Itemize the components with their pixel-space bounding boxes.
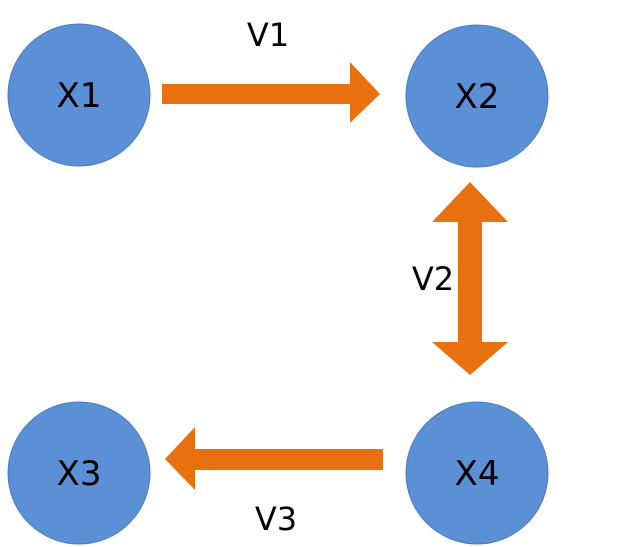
node-x3: X3 (7, 401, 151, 545)
edge-label-v2: V2 (412, 260, 454, 298)
node-x4: X4 (405, 401, 549, 545)
node-x3-label: X3 (57, 454, 102, 494)
arrow-x2-x4-bidirectional (432, 182, 508, 375)
edge-label-v1: V1 (247, 16, 289, 54)
node-x1-label: X1 (57, 76, 102, 116)
edge-label-v3: V3 (255, 500, 297, 538)
node-x4-label: X4 (455, 454, 500, 494)
arrow-x4-to-x3 (165, 427, 383, 490)
arrow-x1-to-x2 (162, 62, 380, 123)
node-x2: X2 (405, 24, 549, 168)
node-x1: X1 (7, 23, 151, 167)
node-x2-label: X2 (455, 77, 500, 117)
